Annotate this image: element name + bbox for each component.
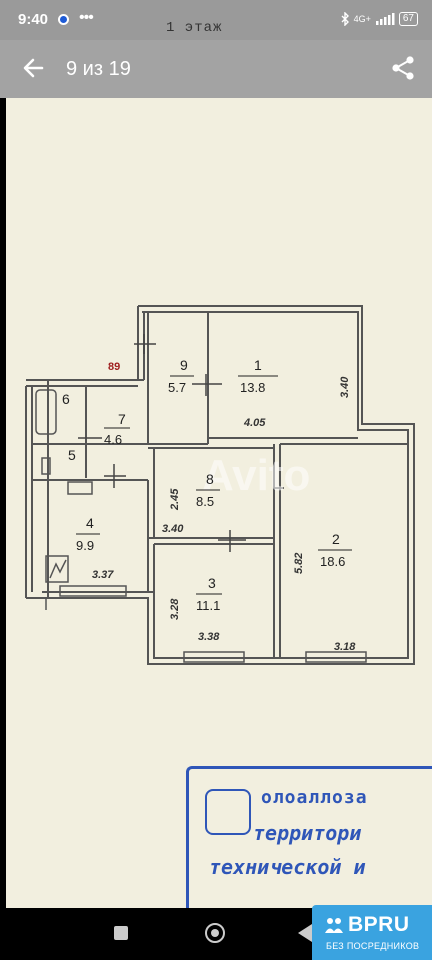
- room-9-area: 5.7: [168, 380, 186, 395]
- clock: 9:40: [18, 11, 49, 28]
- room-4-width: 3.37: [92, 569, 114, 581]
- home-icon[interactable]: [205, 923, 225, 943]
- stamp-line-3: технической и: [209, 855, 366, 879]
- room-3-width: 3.38: [198, 631, 220, 643]
- apartment-code: 89: [108, 361, 120, 373]
- room-2-width: 3.18: [334, 641, 356, 653]
- bpru-badge: BPRU БЕЗ ПОСРЕДНИКОВ: [312, 905, 432, 960]
- stamp-line-1: олоаллоза: [261, 787, 368, 808]
- room-7-number: 7: [118, 411, 126, 427]
- recents-icon[interactable]: [114, 926, 128, 940]
- floor-plan-drawing: Avito 9 5.7 1 13.8 6 7 4.6 5 8 8.5 4 9.9…: [25, 305, 415, 665]
- people-icon: [325, 918, 343, 933]
- bpru-tagline: БЕЗ ПОСРЕДНИКОВ: [326, 941, 420, 951]
- room-9-number: 9: [180, 357, 188, 373]
- seal-emblem-icon: [205, 789, 251, 835]
- status-bar: 9:40 ••• 4G+ 67: [0, 0, 432, 40]
- room-8-height: 2.45: [169, 488, 181, 511]
- room-6-number: 6: [62, 391, 70, 407]
- room-1-number: 1: [254, 357, 262, 373]
- room-2-number: 2: [332, 531, 340, 547]
- bluetooth-icon: [341, 12, 349, 26]
- notification-icon: [58, 14, 69, 25]
- bpru-logo-text: BPRU: [348, 913, 410, 936]
- room-3-number: 3: [208, 575, 216, 591]
- room-5-number: 5: [68, 447, 76, 463]
- room-3-area: 11.1: [196, 598, 220, 613]
- room-1-area: 13.8: [240, 380, 265, 395]
- room-1-height: 3.40: [339, 376, 351, 398]
- room-4-area: 9.9: [76, 538, 94, 553]
- image-counter: 9 из 19: [66, 58, 131, 80]
- status-icons: 4G+ 67: [340, 12, 418, 26]
- gallery-toolbar: 9 из 19: [0, 40, 432, 98]
- room-2-height: 5.82: [293, 553, 305, 574]
- floor-header: 1 этаж: [166, 20, 223, 36]
- more-notifications-indicator: •••: [79, 9, 94, 26]
- floor-plan-photo[interactable]: Avito 9 5.7 1 13.8 6 7 4.6 5 8 8.5 4 9.9…: [6, 98, 432, 908]
- room-7-area: 4.6: [104, 432, 122, 447]
- room-8-width: 3.40: [162, 523, 184, 535]
- bti-stamp: олоаллоза территори технической и: [186, 766, 432, 908]
- room-8-number: 8: [206, 471, 214, 487]
- room-2-area: 18.6: [320, 554, 345, 569]
- stamp-line-2: территори: [253, 821, 362, 845]
- back-triangle-icon[interactable]: [298, 924, 312, 942]
- signal-icon: [375, 13, 395, 25]
- network-type: 4G+: [353, 13, 371, 24]
- battery-indicator: 67: [398, 12, 418, 26]
- room-4-number: 4: [86, 515, 94, 531]
- room-8-area: 8.5: [196, 494, 214, 509]
- share-icon[interactable]: [390, 55, 416, 81]
- avito-watermark: Avito: [202, 451, 310, 500]
- room-3-height: 3.28: [169, 598, 181, 620]
- room-1-width: 4.05: [243, 417, 266, 429]
- back-arrow-icon[interactable]: [20, 54, 48, 82]
